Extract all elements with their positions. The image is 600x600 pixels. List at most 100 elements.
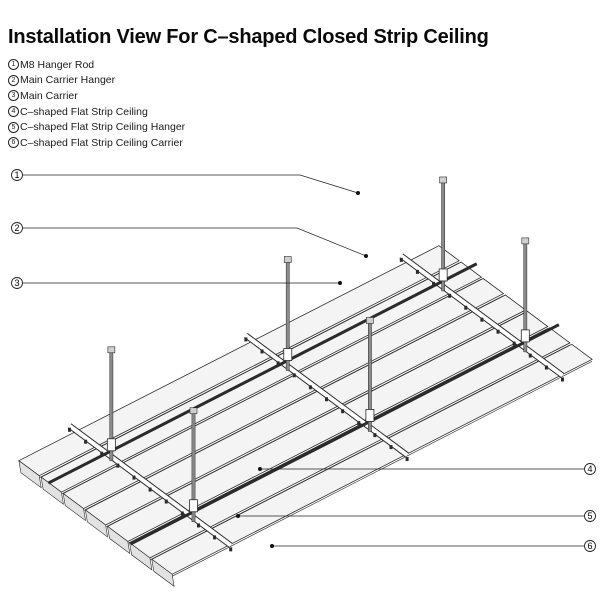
main-carrier-hanger [106, 438, 116, 452]
carrier-clip [244, 337, 248, 342]
carrier-clip [480, 317, 484, 322]
carrier-clip [229, 547, 233, 552]
carrier-clip [357, 421, 361, 426]
rod-nut [107, 346, 116, 354]
carrier-clip [213, 535, 217, 540]
legend-label: C–shaped Flat Strip Ceiling Carrier [20, 136, 183, 149]
legend-label: Main Carrier [20, 89, 78, 102]
callout-number: 1 [14, 170, 19, 180]
strip-carriers [47, 253, 565, 552]
legend-item-hanger-rod: 1 M8 Hanger Rod [8, 57, 185, 73]
carrier-clip [260, 349, 264, 354]
leader-dot [270, 544, 274, 548]
carrier-clip [341, 409, 345, 414]
carrier-clip [164, 499, 168, 504]
legend-label: M8 Hanger Rod [20, 58, 95, 71]
carrier-clip [389, 445, 393, 450]
carrier-clip [448, 293, 452, 298]
callout-number: 6 [587, 541, 592, 551]
strip-end-profile [40, 476, 64, 505]
callout-1: 1 [11, 169, 23, 181]
legend-item-strip-ceiling: 4 C–shaped Flat Strip Ceiling [8, 104, 185, 120]
legend-item-strip-ceiling-carrier: 6 C–shaped Flat Strip Ceiling Carrier [8, 135, 185, 151]
leader-line [23, 227, 367, 257]
main-carrier-hanger [365, 409, 375, 422]
rod-nut [521, 237, 530, 245]
legend-number: 6 [8, 137, 19, 149]
leader-dot [236, 514, 240, 518]
callout-6: 6 [584, 540, 596, 552]
carrier-clip [464, 305, 468, 310]
strip-end-profile [151, 558, 175, 587]
carrier-clip [432, 281, 436, 286]
carrier-clip [196, 523, 200, 528]
rod-nut [439, 176, 447, 184]
main-carrier-hanger [283, 348, 293, 361]
callout-number: 4 [587, 464, 592, 474]
main-carrier-rail [129, 323, 560, 546]
rod-nut [189, 407, 198, 415]
main-carrier-hanger [438, 268, 448, 282]
leader-dot [356, 191, 360, 195]
legend-label: C–shaped Flat Strip Ceiling Hanger [20, 121, 186, 134]
strip-carrier-face [400, 254, 564, 378]
legend-number: 3 [8, 90, 19, 102]
leader-dot [364, 254, 368, 258]
legend-item-main-carrier: 3 Main Carrier [8, 88, 185, 104]
carrier-clip [68, 427, 71, 432]
carrier-clip [399, 257, 403, 262]
ceiling-panels [18, 245, 593, 587]
strip-end-profile [129, 542, 153, 571]
leader-line [23, 174, 359, 194]
carrier-clip [528, 353, 532, 358]
carrier-clip [292, 373, 296, 378]
strip-end-profile [62, 492, 86, 522]
carrier-clip [276, 361, 280, 366]
callout-number: 2 [14, 223, 19, 233]
carrier-clip [325, 397, 328, 402]
main-carrier-hanger [520, 329, 530, 343]
rod-nut [366, 317, 374, 324]
carrier-clip [100, 451, 104, 456]
legend-number: 5 [8, 121, 19, 133]
diagram-title: Installation View For C–shaped Closed St… [8, 26, 489, 48]
leader-dot [258, 467, 262, 471]
legend-item-main-carrier-hanger: 2 Main Carrier Hanger [8, 73, 185, 89]
leader-dot [338, 281, 342, 285]
strip-end-profile [84, 509, 109, 538]
carrier-clip [132, 475, 136, 480]
carrier-clip [561, 377, 564, 382]
legend-number: 4 [8, 106, 19, 118]
carrier-clip [496, 329, 500, 334]
legend-label: Main Carrier Hanger [20, 74, 116, 87]
strip-carrier-face [244, 333, 409, 457]
legend-item-strip-ceiling-hanger: 5 C–shaped Flat Strip Ceiling Hanger [8, 119, 185, 135]
carrier-clip [512, 341, 516, 346]
legend-number: 2 [8, 74, 19, 86]
legend-label: C–shaped Flat Strip Ceiling [20, 105, 148, 118]
main-carrier-rail [47, 262, 478, 485]
carrier-clip [84, 439, 88, 444]
carrier-clip [116, 463, 120, 468]
strip-end-profile [18, 460, 42, 489]
strip-carrier-face [68, 424, 232, 547]
callout-3: 3 [11, 277, 23, 289]
main-carrier-hanger [189, 499, 198, 513]
carrier-clip [148, 487, 152, 492]
legend: 1 M8 Hanger Rod 2 Main Carrier Hanger 3 … [8, 57, 185, 151]
carrier-clip [415, 269, 419, 274]
carrier-clip [308, 385, 312, 390]
hanger-rods [106, 176, 530, 522]
callout-number: 5 [587, 511, 592, 521]
strip-end-profile [107, 525, 131, 555]
carrier-clip [405, 457, 409, 462]
callout-4: 4 [584, 463, 596, 475]
carrier-clip [373, 433, 377, 438]
callout-leaders [23, 174, 584, 548]
rod-nut [283, 256, 292, 263]
callout-number: 3 [14, 278, 19, 288]
callout-2: 2 [11, 222, 23, 234]
legend-number: 1 [8, 59, 19, 71]
carrier-clip [180, 511, 184, 516]
